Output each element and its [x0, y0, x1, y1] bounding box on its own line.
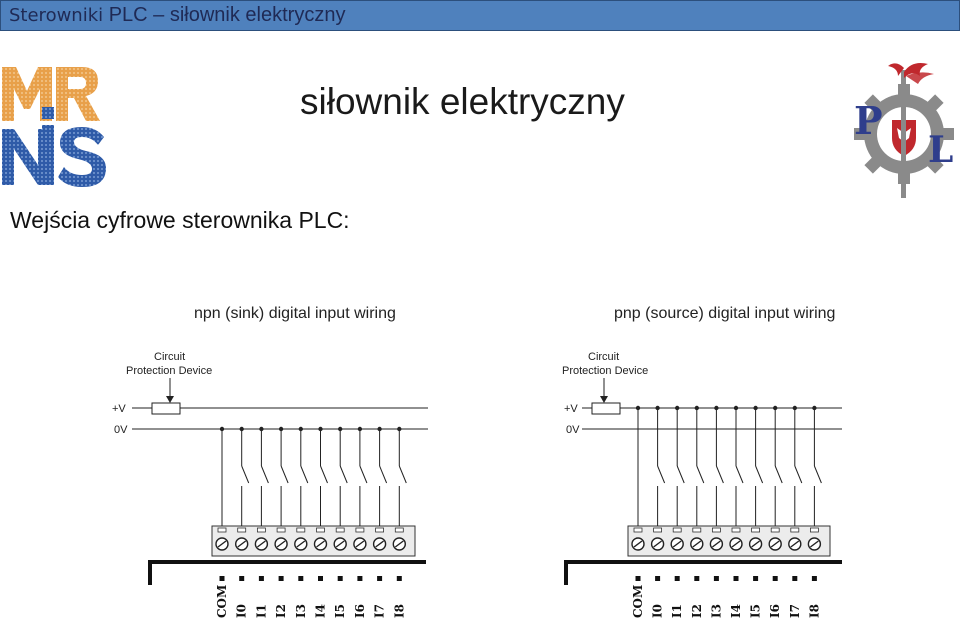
header-title-prefix: Sterowniki: [9, 5, 104, 26]
terminal-label-i8: I8: [807, 604, 821, 618]
pnp-rail-zero-label: 0V: [566, 424, 580, 436]
pnp-protection-label-2: Protection Device: [562, 365, 648, 377]
svg-text:L: L: [928, 129, 953, 171]
header-title: Sterowniki PLC – siłownik elektryczny: [9, 4, 345, 27]
terminal-label-i0: I0: [235, 604, 249, 618]
terminal-label-i7: I7: [373, 604, 387, 618]
terminal-label-i5: I5: [333, 604, 347, 618]
pnp-protection-device: [591, 402, 621, 415]
header-bar: Sterowniki PLC – siłownik elektryczny: [0, 0, 960, 31]
terminal-label-i7: I7: [788, 604, 802, 618]
terminal-label-i2: I2: [274, 604, 288, 618]
terminal-label-i1: I1: [670, 604, 684, 618]
slide-title: siłownik elektryczny: [300, 81, 625, 122]
pnp-plc-body: [564, 560, 842, 585]
npn-plc-body: [148, 560, 426, 585]
pnp-rail-plus-label: +V: [564, 403, 578, 415]
terminal-label-i6: I6: [353, 604, 367, 618]
pnp-wiring-diagram: pnp (source) digital input wiring Circui…: [562, 305, 842, 618]
terminal-label-i1: I1: [254, 604, 268, 618]
npn-protection-label-2: Protection Device: [126, 365, 212, 377]
terminal-label-com: COM: [631, 585, 645, 618]
terminal-label-i4: I4: [729, 604, 743, 618]
npn-protection-device: [151, 402, 181, 415]
pnp-terminal-block: COM I0 I1 I2 I3 I4 I5 I6 I7 I8: [627, 405, 831, 618]
politechnika-logo: P L: [854, 63, 954, 198]
npn-diagram-title: npn (sink) digital input wiring: [194, 305, 396, 322]
npn-terminal-block: COM I0 I1 I2 I3 I4 I5 I6 I7 I8: [211, 426, 416, 618]
npn-wiring-diagram: npn (sink) digital input wiring Circuit …: [112, 305, 428, 618]
terminal-label-i3: I3: [294, 604, 308, 618]
npn-rail-zero-label: 0V: [114, 424, 128, 436]
terminal-label-com: COM: [215, 585, 229, 618]
terminal-label-i5: I5: [749, 604, 763, 618]
terminal-label-i4: I4: [314, 604, 328, 618]
svg-text:P: P: [854, 98, 883, 143]
terminal-label-i0: I0: [651, 604, 665, 618]
terminal-label-i8: I8: [392, 604, 406, 618]
mrins-logo: [2, 67, 106, 187]
npn-protection-label-1: Circuit: [154, 351, 185, 363]
terminal-label-i2: I2: [690, 604, 704, 618]
npn-rail-plus-label: +V: [112, 403, 126, 415]
pnp-diagram-title: pnp (source) digital input wiring: [614, 305, 835, 322]
section-label: Wejścia cyfrowe sterownika PLC:: [10, 207, 350, 233]
terminal-label-i6: I6: [768, 604, 782, 618]
terminal-label-i3: I3: [709, 604, 723, 618]
pnp-protection-label-1: Circuit: [588, 351, 619, 363]
header-title-rest: PLC – siłownik elektryczny: [103, 4, 346, 26]
